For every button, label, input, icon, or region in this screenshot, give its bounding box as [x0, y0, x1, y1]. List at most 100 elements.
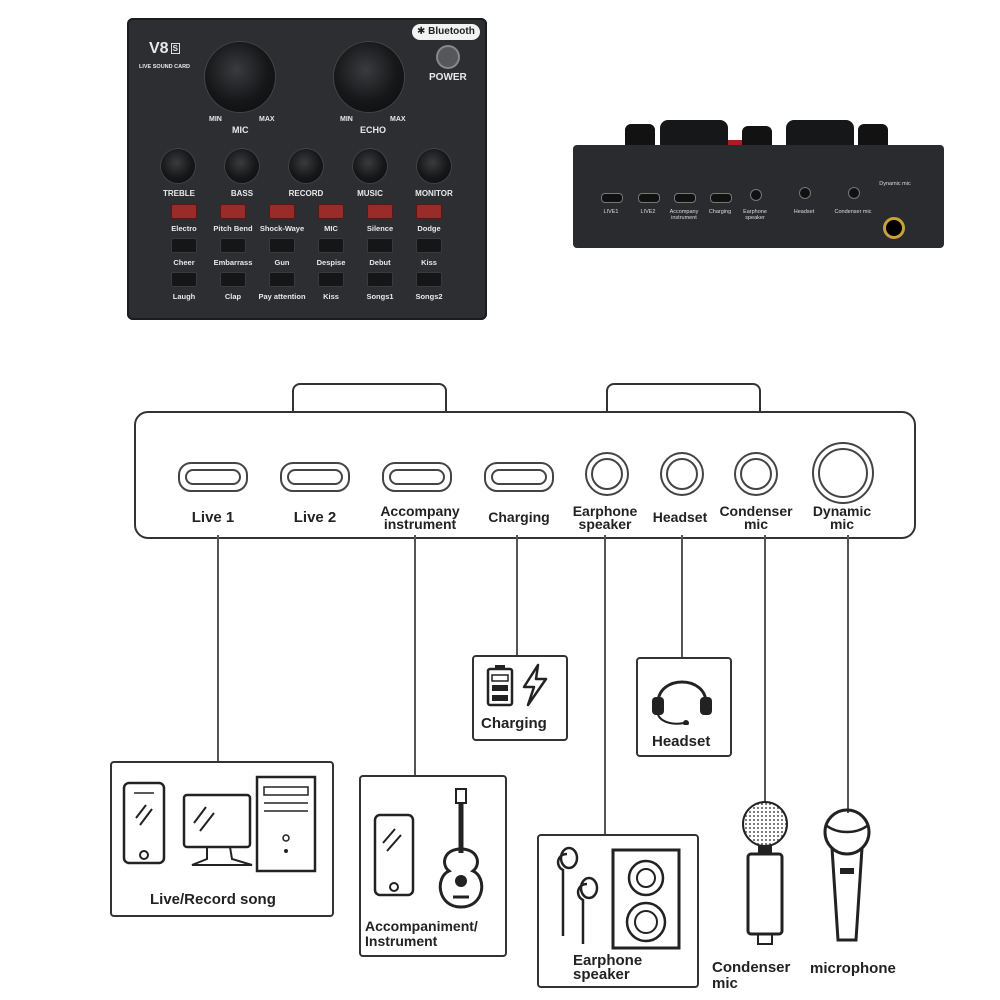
pc-phone-icon	[122, 775, 317, 873]
effect-button[interactable]	[171, 204, 197, 219]
echo-knob[interactable]	[334, 42, 404, 112]
usb-port	[601, 193, 623, 203]
microphone-label: microphone	[810, 960, 896, 977]
port-label-accompany: Accompany instrument	[380, 503, 460, 532]
effect-button-label: Silence	[366, 224, 394, 233]
sound-button[interactable]	[318, 272, 344, 287]
usb-port	[638, 193, 660, 203]
echo-max-label: MAX	[390, 116, 406, 123]
connector-line	[414, 535, 416, 775]
connector-line	[847, 535, 849, 813]
effect-button[interactable]	[318, 204, 344, 219]
sound-card-outline	[134, 411, 916, 539]
port-label-live2: Live 2	[293, 509, 337, 526]
port-label-condenser: Condenser mic	[719, 503, 793, 532]
record-knob[interactable]	[289, 149, 323, 183]
connector-line	[604, 535, 606, 835]
sound-button-label: Clap	[224, 292, 242, 301]
effect-button-label: Electro	[171, 224, 197, 233]
live-record-box: Live/Record song	[110, 761, 334, 917]
monitor-knob[interactable]	[417, 149, 451, 183]
connector-line	[217, 535, 219, 762]
earphone-speaker-icon	[556, 846, 681, 950]
sound-button[interactable]	[367, 272, 393, 287]
port-label-dynamic: Dynamic mic	[812, 503, 872, 532]
guitar-phone-icon	[373, 788, 484, 909]
port-label: Headset	[793, 209, 815, 215]
sound-button-label: Songs2	[415, 292, 443, 301]
sound-button[interactable]	[367, 238, 393, 253]
bluetooth-icon: ✱	[417, 26, 426, 37]
echo-min-label: MIN	[340, 116, 353, 123]
sound-button-label: Kiss	[421, 258, 437, 267]
sound-button[interactable]	[171, 272, 197, 287]
effect-button-label: MIC	[324, 224, 338, 233]
port-label: Accompany instrument	[669, 209, 699, 221]
music-label: MUSIC	[357, 189, 383, 198]
monitor-label: MONITOR	[415, 189, 453, 198]
sound-button-label: Songs1	[366, 292, 394, 301]
charging-label: Charging	[481, 715, 547, 732]
sound-button[interactable]	[220, 238, 246, 253]
effect-button[interactable]	[416, 204, 442, 219]
sound-button-label: Kiss	[323, 292, 339, 301]
record-label: RECORD	[288, 189, 324, 198]
sound-button-label: Gun	[274, 258, 290, 267]
sound-button-label: Debut	[369, 258, 391, 267]
sound-button[interactable]	[220, 272, 246, 287]
power-label: POWER	[429, 72, 467, 83]
battery-charging-icon	[486, 663, 548, 707]
bluetooth-badge: ✱ Bluetooth	[412, 24, 480, 40]
treble-label: TREBLE	[163, 189, 195, 198]
port-label: Dynamic mic	[879, 181, 911, 187]
dynamic-mic-jack	[812, 442, 874, 504]
mic-max-label: MAX	[259, 116, 275, 123]
audio-jack	[750, 189, 762, 201]
model-subtitle: LIVE SOUND CARD	[139, 64, 191, 70]
bass-knob[interactable]	[225, 149, 259, 183]
live2-port	[280, 462, 350, 492]
sound-button[interactable]	[416, 238, 442, 253]
knob-outline	[606, 383, 761, 415]
sound-button[interactable]	[269, 238, 295, 253]
sound-button-label: Cheer	[173, 258, 195, 267]
charging-box: Charging	[472, 655, 568, 741]
mic-knob-label: MIC	[232, 125, 249, 135]
treble-knob[interactable]	[161, 149, 195, 183]
headset-box: Headset	[636, 657, 732, 757]
port-label: LIVE2	[640, 209, 656, 215]
power-button[interactable]	[438, 47, 458, 67]
sound-button-label: Laugh	[172, 292, 196, 301]
condenser-mic-label: Condenser mic	[712, 959, 791, 992]
sound-button-label: Despise	[316, 258, 346, 267]
earphone-speaker-box: Earphone speaker	[537, 834, 699, 988]
effect-button[interactable]	[269, 204, 295, 219]
dynamic-mic-jack	[883, 217, 905, 239]
bass-label: BASS	[230, 189, 254, 198]
headset-icon	[652, 680, 712, 725]
effect-button[interactable]	[220, 204, 246, 219]
port-label: Charging	[708, 209, 732, 215]
music-knob[interactable]	[353, 149, 387, 183]
accompaniment-box: Accompaniment/ Instrument	[359, 775, 507, 957]
sound-button-label: Embarrass	[213, 258, 253, 267]
audio-jack	[799, 187, 811, 199]
live-record-label: Live/Record song	[150, 891, 276, 908]
sound-button[interactable]	[171, 238, 197, 253]
accompany-port	[382, 462, 452, 492]
sound-button[interactable]	[269, 272, 295, 287]
sound-button[interactable]	[318, 238, 344, 253]
connector-line	[764, 535, 766, 803]
effect-button-label: Shock-Waye	[259, 224, 305, 233]
headset-jack	[660, 452, 704, 496]
mic-knob[interactable]	[205, 42, 275, 112]
usb-port	[674, 193, 696, 203]
connector-line	[681, 535, 683, 657]
audio-jack	[848, 187, 860, 199]
condenser-mic-icon	[742, 801, 788, 945]
effect-button[interactable]	[367, 204, 393, 219]
sound-button[interactable]	[416, 272, 442, 287]
echo-knob-label: ECHO	[360, 125, 387, 135]
